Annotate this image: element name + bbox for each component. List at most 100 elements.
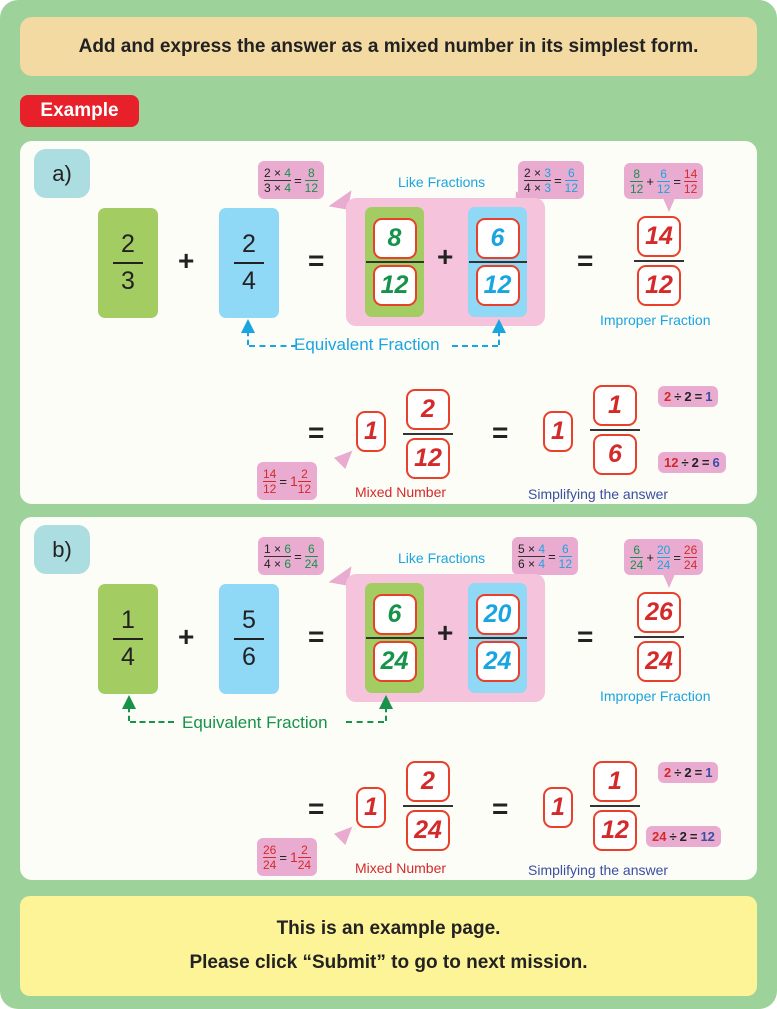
numerator: 2 bbox=[242, 230, 256, 258]
numerator-box: 14 bbox=[637, 216, 681, 257]
equals-sign: = bbox=[308, 621, 325, 652]
equals-sign: = bbox=[577, 245, 594, 276]
callout-tail bbox=[663, 574, 675, 588]
whole-number-box: 1 bbox=[356, 787, 386, 828]
whole-number-box: 1 bbox=[543, 411, 573, 452]
mixed-fraction: 2 12 bbox=[403, 389, 453, 479]
numerator-box: 6 bbox=[372, 594, 417, 635]
numerator-box: 2 bbox=[406, 761, 450, 802]
example-label-text: b) bbox=[52, 536, 72, 562]
equivalent-fraction-label: Equivalent Fraction bbox=[294, 335, 440, 354]
simplified-fraction: 1 12 bbox=[590, 761, 640, 851]
equals-sign: = bbox=[308, 417, 325, 448]
equivalent-fraction-label: Equivalent Fraction bbox=[182, 713, 328, 732]
numerator-box: 20 bbox=[475, 594, 520, 635]
like-fraction-second: 6 12 bbox=[468, 207, 527, 317]
callout-divide-denominator: 24÷2=12 bbox=[646, 826, 721, 847]
connector-line bbox=[498, 331, 500, 345]
denominator: 6 bbox=[242, 643, 256, 671]
instruction-text: Add and express the answer as a mixed nu… bbox=[78, 35, 699, 57]
mixed-fraction: 2 24 bbox=[403, 761, 453, 851]
like-fractions-label: Like Fractions bbox=[398, 550, 486, 566]
example-badge-label: Example bbox=[40, 100, 119, 121]
plus-sign: + bbox=[437, 617, 454, 648]
arrow-up-icon bbox=[379, 695, 393, 709]
connector-line bbox=[385, 707, 387, 721]
simplifying-label: Simplifying the answer bbox=[528, 862, 669, 878]
footer-line-2: Please click “Submit” to go to next miss… bbox=[189, 952, 588, 973]
connector-line bbox=[128, 707, 130, 721]
improper-fraction: 26 24 bbox=[634, 592, 684, 682]
numerator-box: 26 bbox=[637, 592, 681, 633]
denominator-box: 24 bbox=[372, 641, 417, 682]
denominator-box: 12 bbox=[475, 265, 520, 306]
numerator-box: 1 bbox=[593, 385, 637, 426]
denominator-box: 24 bbox=[406, 810, 450, 851]
example-label: b) bbox=[34, 525, 90, 574]
simplified-fraction: 1 6 bbox=[590, 385, 640, 475]
like-fraction-first: 8 12 bbox=[365, 207, 424, 317]
equals-sign: = bbox=[308, 245, 325, 276]
connector-line bbox=[249, 345, 297, 347]
footer-line-1: This is an example page. bbox=[276, 918, 501, 939]
denominator: 3 bbox=[121, 267, 135, 295]
example-label: a) bbox=[34, 149, 90, 198]
arrow-up-icon bbox=[122, 695, 136, 709]
equals-sign: = bbox=[577, 621, 594, 652]
numerator: 5 bbox=[242, 606, 256, 634]
equals-sign: = bbox=[492, 793, 509, 824]
callout-tail bbox=[333, 444, 359, 470]
denominator-box: 12 bbox=[406, 438, 450, 479]
denominator-box: 24 bbox=[475, 641, 520, 682]
connector-line bbox=[452, 345, 498, 347]
callout-frac: 2 × 4 3 × 4 bbox=[264, 165, 292, 195]
plus-sign: + bbox=[178, 621, 195, 652]
callout-tail bbox=[663, 198, 675, 212]
denominator-box: 12 bbox=[372, 265, 417, 306]
mixed-number-label: Mixed Number bbox=[355, 484, 447, 500]
instruction-banner: Add and express the answer as a mixed nu… bbox=[20, 17, 757, 76]
arrow-up-icon bbox=[241, 319, 255, 333]
plus-sign: + bbox=[178, 245, 195, 276]
improper-fraction-label: Improper Fraction bbox=[600, 312, 711, 328]
arrow-up-icon bbox=[492, 319, 506, 333]
callout-frac: 2 × 3 4 × 3 bbox=[524, 165, 552, 195]
numerator-box: 1 bbox=[593, 761, 637, 802]
denominator-box: 6 bbox=[593, 434, 637, 475]
numerator: 2 bbox=[121, 230, 135, 258]
connector-line bbox=[247, 331, 249, 345]
denominator-box: 24 bbox=[637, 641, 681, 682]
callout-divide-numerator: 2÷2=1 bbox=[658, 762, 719, 783]
like-fraction-first: 6 24 bbox=[365, 583, 424, 693]
equals-sign: = bbox=[492, 417, 509, 448]
whole-number-box: 1 bbox=[356, 411, 386, 452]
numerator-box: 8 bbox=[372, 218, 417, 259]
like-fractions-label: Like Fractions bbox=[398, 174, 486, 190]
improper-fraction: 14 12 bbox=[634, 216, 684, 306]
connector-line bbox=[346, 721, 384, 723]
numerator-box: 2 bbox=[406, 389, 450, 430]
footer-note: This is an example page. Please click “S… bbox=[20, 896, 757, 996]
plus-sign: + bbox=[437, 241, 454, 272]
equals-sign: = bbox=[308, 793, 325, 824]
improper-fraction-label: Improper Fraction bbox=[600, 688, 711, 704]
denominator-box: 12 bbox=[637, 265, 681, 306]
callout-divide-denominator: 12÷2=6 bbox=[658, 452, 726, 473]
like-fraction-second: 20 24 bbox=[468, 583, 527, 693]
mixed-number-label: Mixed Number bbox=[355, 860, 447, 876]
callout-divide-numerator: 2÷2=1 bbox=[658, 386, 719, 407]
